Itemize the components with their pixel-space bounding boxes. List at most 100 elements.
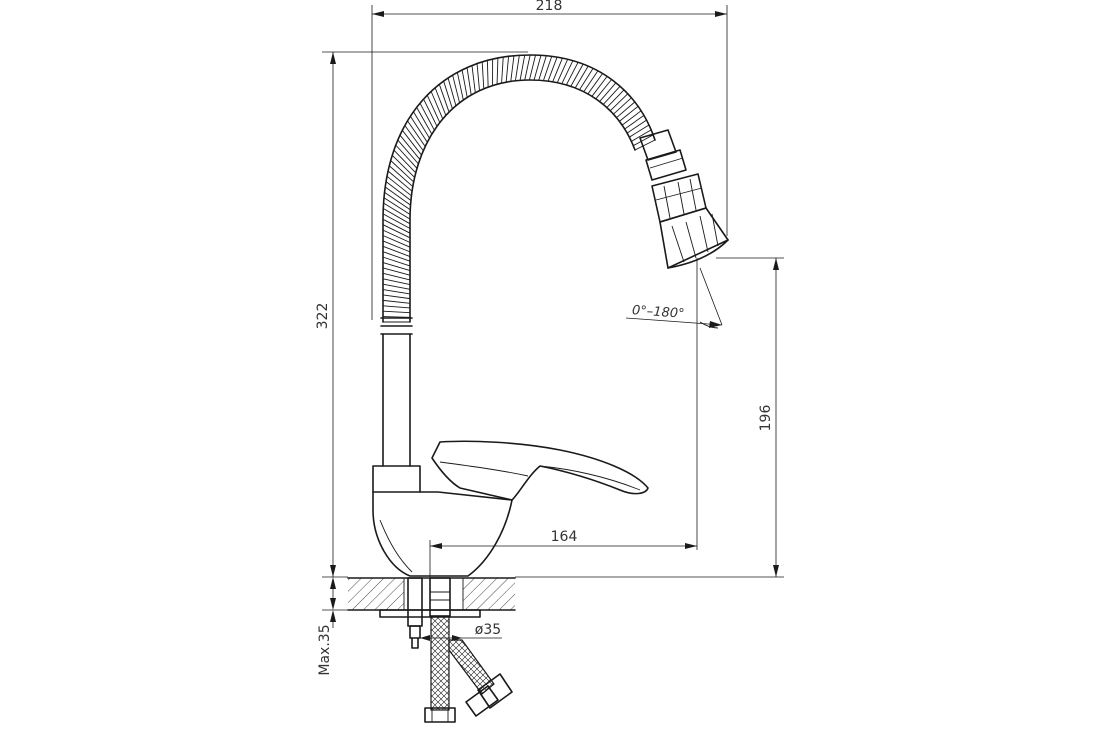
hose-rib: [519, 54, 526, 81]
dimension-width-total: 218: [371, 0, 728, 320]
hose-rib: [382, 283, 411, 290]
hose-rib: [547, 56, 558, 82]
hose-rib: [505, 56, 510, 83]
spray-head: [639, 129, 729, 269]
hose-rib: [382, 245, 411, 257]
hose-rib: [595, 79, 612, 100]
hose-rib: [383, 197, 411, 215]
hose-rib: [591, 76, 608, 97]
hose-rib: [382, 256, 411, 267]
hose-rib: [407, 120, 426, 147]
hose-rib: [456, 72, 464, 101]
max-thickness-label: Max.35: [317, 624, 333, 675]
hose-rib: [382, 278, 411, 286]
hose-rib: [486, 60, 489, 88]
hose-rib: [383, 202, 411, 220]
hose-rib: [501, 57, 504, 84]
dimension-base-diameter: ø35: [420, 622, 502, 641]
hose-rib: [538, 55, 547, 81]
hose-rib: [634, 139, 656, 151]
dimension-rotation-angle: 0°–180°: [625, 267, 723, 329]
hose-rib: [387, 170, 413, 192]
hose-rib: [621, 110, 642, 126]
hose-rib: [434, 87, 447, 116]
hose-rib: [382, 272, 411, 281]
hose-rib: [382, 240, 411, 253]
dimension-max-thickness: Max.35: [317, 577, 348, 676]
hose-rib: [565, 62, 579, 86]
hose-rib: [466, 67, 472, 96]
hose-rib: [542, 56, 553, 81]
hose-rib: [382, 218, 411, 234]
hose-rib: [413, 111, 430, 139]
hose-rib: [382, 289, 411, 295]
supply-hose-angled: [448, 639, 513, 717]
hose-rib: [382, 305, 411, 309]
hose-rib: [452, 74, 461, 103]
rotation-angle-label: 0°–180°: [631, 303, 685, 322]
hose-rib: [382, 262, 411, 272]
hose-rib: [602, 85, 621, 105]
hose-rib: [389, 165, 414, 187]
hose-rib: [570, 63, 584, 87]
hose-rib: [626, 119, 647, 134]
hose-rib: [606, 89, 625, 108]
lever-handle: [431, 440, 649, 501]
hose-rib: [382, 267, 411, 276]
hose-rib: [619, 105, 639, 122]
hose-rib: [385, 181, 412, 201]
hose-rib: [384, 186, 411, 206]
hose-rib: [390, 160, 414, 183]
faucet-body: [372, 491, 513, 577]
hose-rib: [447, 77, 457, 106]
hose-rib: [471, 65, 476, 93]
hose-rib: [514, 55, 520, 81]
hose-rib: [624, 115, 645, 130]
hose-rib: [399, 134, 421, 160]
hose-rib: [533, 55, 542, 81]
hose-rib: [496, 57, 499, 85]
hose-rib: [386, 175, 412, 197]
hose-rib: [382, 235, 411, 248]
hose-rib: [382, 299, 411, 304]
hose-rib: [401, 130, 422, 156]
hose-rib: [524, 54, 531, 81]
hose-rib: [382, 294, 411, 300]
hose-rib: [383, 208, 411, 225]
width-total-label: 218: [536, 0, 563, 14]
hose-rib: [443, 80, 453, 109]
hose-rib: [382, 229, 411, 243]
hose-rib: [633, 134, 654, 147]
hose-rib: [461, 69, 468, 98]
spout-reach-label: 164: [551, 529, 578, 545]
hose-rib: [583, 70, 599, 93]
hose-rib: [384, 191, 411, 211]
hose-rib: [395, 144, 418, 169]
dimension-spout-reach: 164: [429, 258, 698, 582]
hose-rib: [476, 63, 480, 91]
dimension-height-total: 322: [315, 51, 528, 578]
hose-rib: [556, 59, 569, 83]
hose-rib: [613, 97, 632, 115]
hose-rib: [426, 94, 441, 123]
hose-rib: [397, 139, 419, 165]
hose-rib: [382, 310, 411, 314]
hose-rib: [561, 60, 574, 84]
hose-rib: [587, 73, 603, 95]
spout-tube: [372, 333, 421, 493]
hose-rib: [419, 102, 435, 131]
hose-rib: [552, 57, 563, 83]
hose-rib: [574, 65, 589, 89]
hose-rib: [528, 54, 536, 81]
hose-rib: [631, 129, 652, 142]
hose-rib: [404, 125, 424, 152]
hose-rib: [438, 84, 450, 113]
hose-rib: [510, 55, 515, 82]
hose-rib: [416, 107, 433, 135]
flexible-spout-hose: [380, 54, 656, 335]
hose-rib: [382, 251, 411, 262]
height-total-label: 322: [315, 303, 331, 330]
hose-rib: [382, 213, 411, 229]
hose-rib: [616, 101, 636, 119]
